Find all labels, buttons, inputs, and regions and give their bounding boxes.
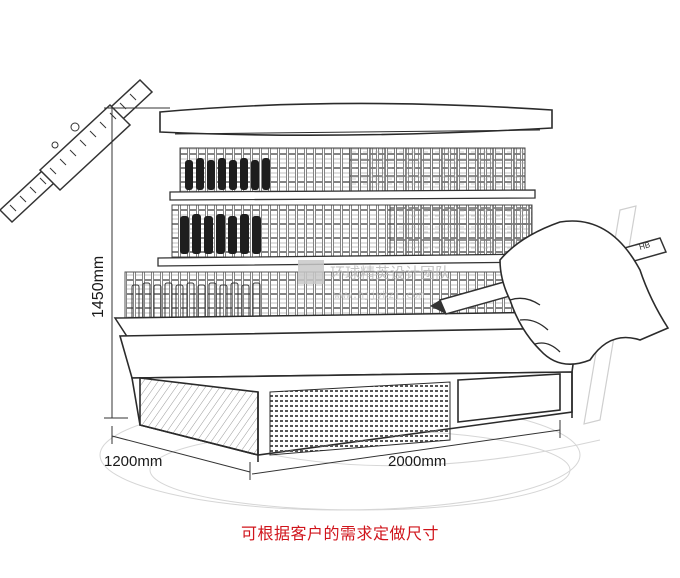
soda-bottles-row-2 [180, 214, 261, 254]
height-dimension-line [104, 107, 170, 419]
watermark: 环球精英设计团队 www.hjjykzj.com [298, 260, 450, 301]
depth-width-dimension-lines [111, 420, 561, 480]
pencil-brand-label: HB [638, 240, 651, 252]
shelf-top [169, 147, 536, 201]
cabinet-canopy [159, 102, 553, 136]
caption-custom-size: 可根据客户的需求定做尺寸 [240, 524, 439, 543]
ruler-illustration [0, 78, 154, 224]
watermark-name: 环球精英设计团队 [330, 264, 450, 282]
cabinet-body [118, 327, 579, 462]
soda-bottles-row-1 [185, 158, 270, 190]
shelf-middle [157, 204, 546, 267]
hand-with-pencil: HB [430, 220, 670, 366]
watermark-url: www.hjjykzj.com [334, 290, 424, 301]
depth-dimension-label: 1200mm [104, 453, 162, 470]
width-dimension-label: 2000mm [388, 453, 446, 470]
height-dimension-label: 1450mm [90, 256, 107, 318]
